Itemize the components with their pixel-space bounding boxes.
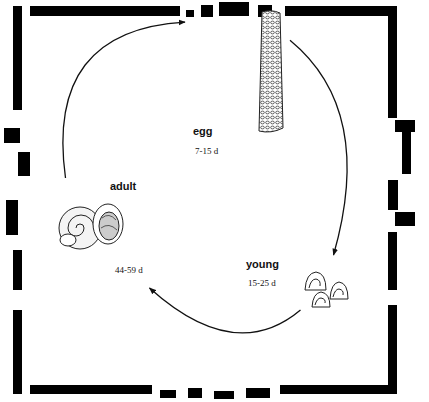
young-snails [305, 272, 348, 307]
stage-name: young [246, 258, 279, 270]
stage-node: young 15-25 d [240, 255, 350, 310]
stage-duration: 44-59 d [115, 266, 143, 276]
cycle-arrow [150, 288, 301, 333]
maze-frame [4, 2, 415, 399]
cycle-arrow [290, 40, 347, 255]
stage-node: egg 7-15 d [185, 10, 290, 161]
stage-duration: 15-25 d [248, 279, 276, 289]
egg-mass [259, 11, 283, 132]
stage-node: adult 44-59 d [55, 178, 160, 288]
stage-duration: 7-15 d [195, 147, 218, 157]
adult-snails [59, 204, 123, 249]
stage-name: egg [193, 125, 213, 137]
cycle-arrow [63, 22, 185, 178]
stage-name: adult [110, 180, 136, 192]
